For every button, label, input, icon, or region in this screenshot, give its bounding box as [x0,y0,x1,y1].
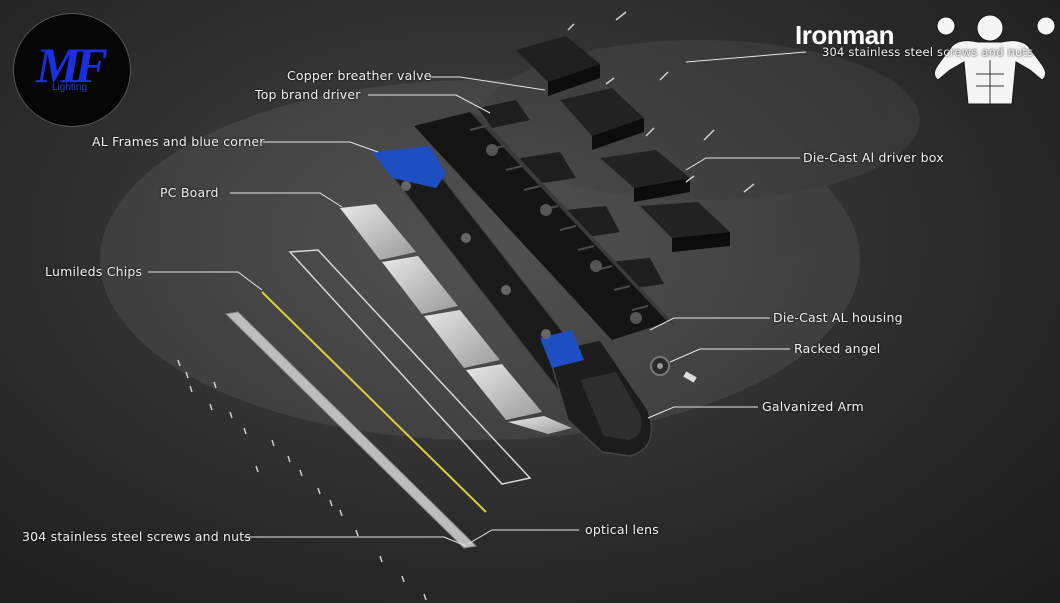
logo-text: MF [36,37,108,93]
label-galvanized-arm: Galvanized Arm [762,399,864,414]
label-copper-breather-valve: Copper breather valve [287,68,432,83]
label-pc-board: PC Board [160,185,219,200]
logo-subtext: Lighting [52,82,88,93]
label-racked-angel: Racked angel [794,341,881,356]
mf-lighting-logo: MF Lighting [13,13,131,127]
al-frame-and-arm [372,146,653,457]
label-optical-lens: optical lens [585,522,659,537]
label-housing: Die-Cast AL housing [773,310,903,325]
racked-angel-part [650,356,697,383]
label-lumileds-chips: Lumileds Chips [45,264,143,279]
screws-scatter [177,11,755,601]
leader-lines [148,51,807,547]
pc-board [340,204,572,434]
label-top-brand-driver: Top brand driver [255,87,361,102]
die-cast-housing [414,112,676,340]
brand-name: Ironman [795,20,895,50]
lumileds-chip-strip [261,291,487,513]
label-driver-box: Die-Cast Al driver box [803,150,944,165]
label-screws-top: 304 stainless steel screws and nuts [822,45,1034,59]
optical-lens [224,311,478,549]
ironman-mascot [934,14,1056,105]
gasket-outline [288,249,532,485]
label-al-frames: AL Frames and blue corner [92,134,265,149]
label-screws-left: 304 stainless steel screws and nuts [22,529,252,544]
